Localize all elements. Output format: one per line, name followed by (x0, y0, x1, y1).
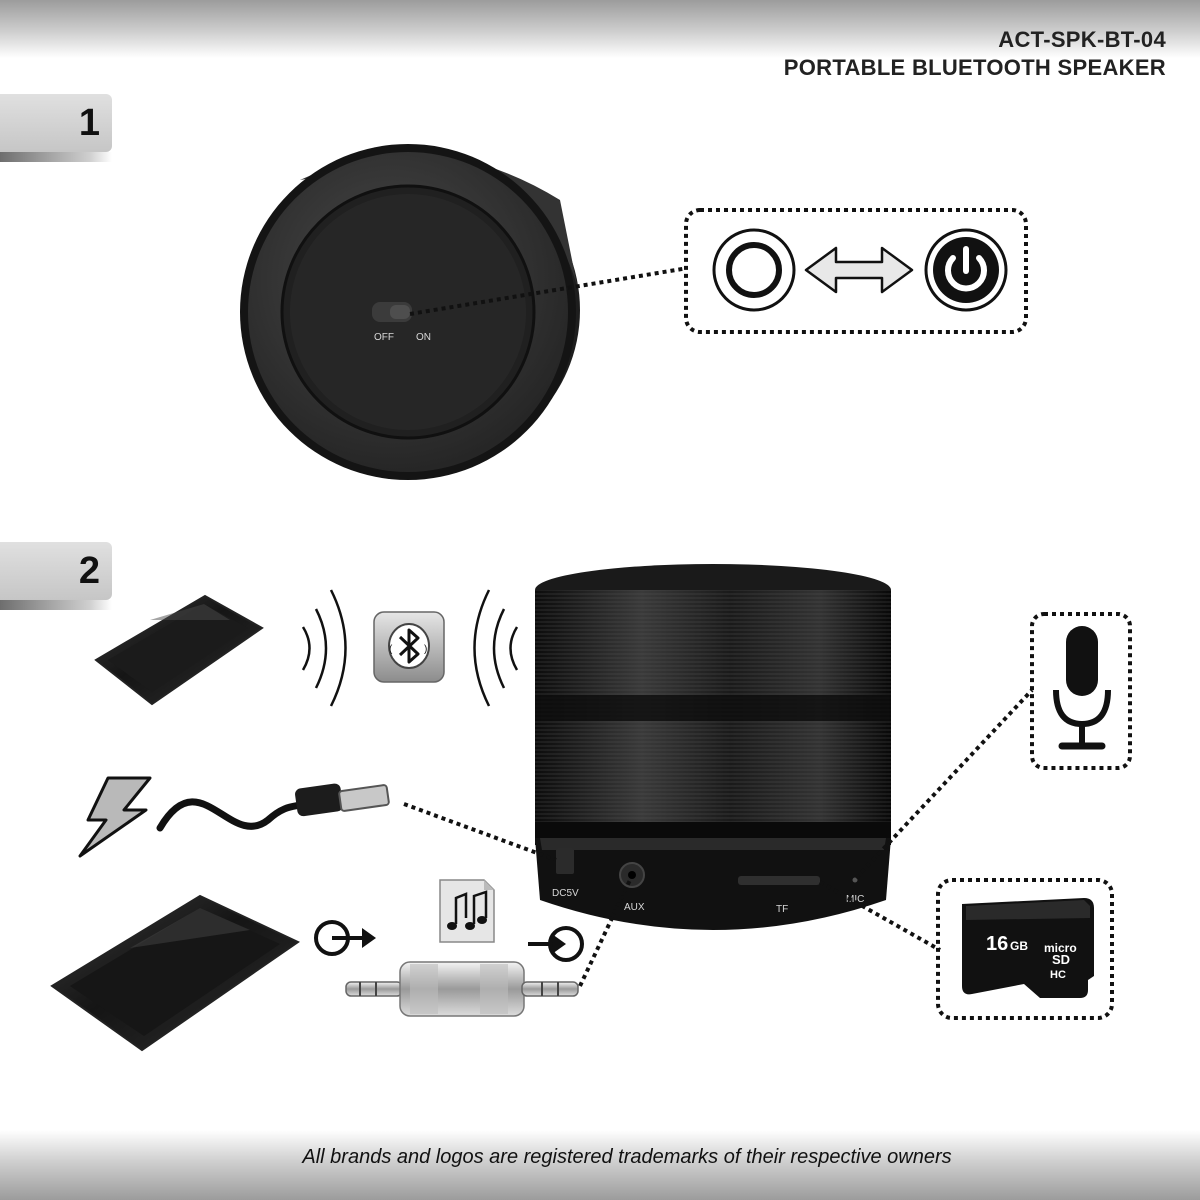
bluetooth-icon: ( ) (373, 611, 445, 683)
product-name: PORTABLE BLUETOOTH SPEAKER (783, 55, 1166, 80)
tablet-aux-source (50, 894, 300, 1052)
step-2-underline (0, 600, 112, 610)
svg-text:(: ( (389, 644, 393, 655)
svg-text:): ) (424, 644, 427, 655)
tablet-bluetooth-source (94, 594, 264, 706)
footer-band (0, 1130, 1200, 1200)
switch-label-on: ON (416, 332, 431, 343)
step-1-tab: 1 (0, 94, 112, 152)
sd-brand-hc: HC (1050, 969, 1066, 981)
speaker-bottom-view: OFF ON (240, 144, 580, 480)
switch-label-off: OFF (374, 332, 394, 343)
port-label-tf: TF (776, 904, 788, 915)
power-toggle-callout (684, 208, 1028, 334)
port-label-aux: AUX (624, 902, 645, 913)
wireless-waves-left (301, 589, 347, 707)
sd-capacity-unit: GB (1010, 939, 1028, 953)
sd-capacity: 16 (986, 933, 1008, 955)
microphone-icon (1053, 626, 1111, 750)
trademark-disclaimer: All brands and logos are registered trad… (302, 1146, 952, 1168)
model-title: ACT-SPK-BT-04 PORTABLE BLUETOOTH SPEAKER (784, 26, 1166, 82)
aux-callout-line (578, 879, 632, 987)
sd-brand-sd: SD (1052, 952, 1070, 967)
output-arrow-icon (314, 920, 376, 956)
power-off-circle-icon (712, 228, 796, 312)
lightning-icon (78, 776, 152, 858)
step-1-underline (0, 152, 112, 162)
model-code: ACT-SPK-BT-04 (998, 27, 1166, 52)
mic-callout-line (854, 688, 1034, 880)
tf-callout-line (819, 880, 941, 952)
speaker-front-view: DC5V AUX TF MIC (535, 564, 891, 930)
sd-brand-micro: micro (1044, 941, 1077, 955)
wireless-waves-right (473, 589, 519, 707)
double-arrow-icon (804, 246, 914, 294)
micro-sd-card: 16 GB micro SD HC (962, 898, 1094, 998)
aux-cable-adapter (345, 961, 579, 1017)
port-label-mic: MIC (846, 894, 864, 905)
dc5v-port[interactable] (556, 848, 574, 874)
switch-callout-line (409, 266, 689, 316)
usb-charging-cable (156, 783, 390, 832)
port-label-dc5v: DC5V (552, 888, 579, 899)
header-band (0, 0, 1200, 58)
sd-card-callout: 16 GB micro SD HC (936, 878, 1114, 1020)
step-2-tab: 2 (0, 542, 112, 600)
microphone-callout (1030, 612, 1132, 770)
power-on-icon (924, 228, 1008, 312)
step-1-number: 1 (78, 102, 100, 144)
step-2-number: 2 (78, 550, 100, 592)
dc-callout-line (403, 802, 557, 862)
mic-hole (852, 877, 858, 883)
music-note-icon (439, 879, 495, 943)
tf-card-slot[interactable] (738, 876, 820, 885)
input-arrow-icon (528, 926, 584, 962)
